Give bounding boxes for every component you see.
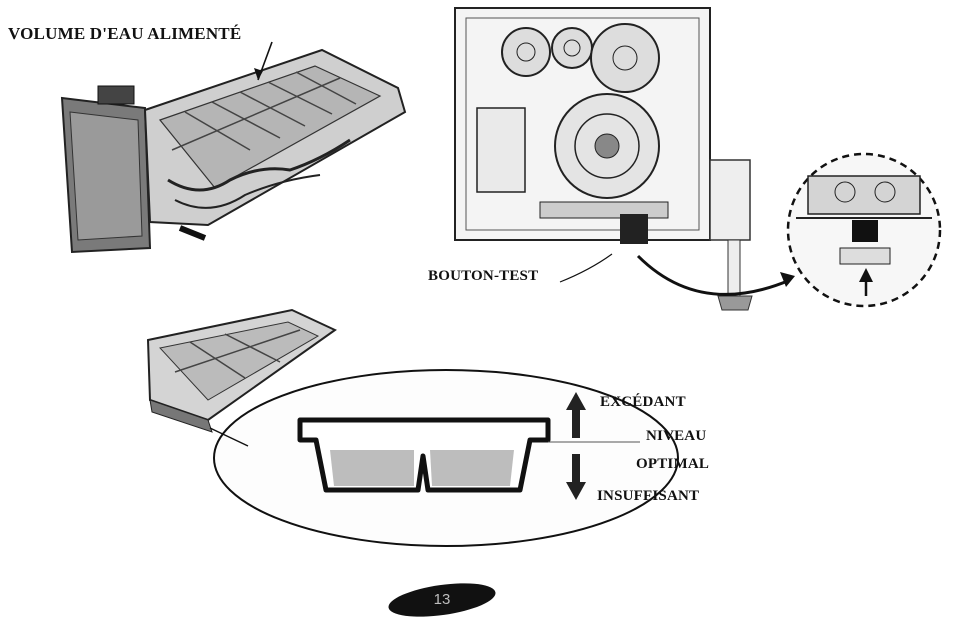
insufficient-label: INSUFFISANT xyxy=(597,488,700,504)
control-housing-illustration xyxy=(454,7,795,311)
ice-tray-illustration xyxy=(146,308,337,433)
icemaker-top-illustration xyxy=(60,41,407,254)
water-volume-label: VOLUME D'EAU ALIMENTÉ xyxy=(8,24,242,43)
page-number-badge xyxy=(388,583,496,617)
test-button-zoom-circle xyxy=(786,152,942,308)
optimal-level-label-line1: NIVEAU xyxy=(646,428,707,444)
water-level-detail xyxy=(209,369,679,547)
test-button-label: BOUTON-TEST xyxy=(428,268,539,284)
page-number: 13 xyxy=(433,591,451,608)
optimal-level-label-line2: OPTIMAL xyxy=(636,456,710,472)
excess-label: EXCÉDANT xyxy=(600,394,686,410)
